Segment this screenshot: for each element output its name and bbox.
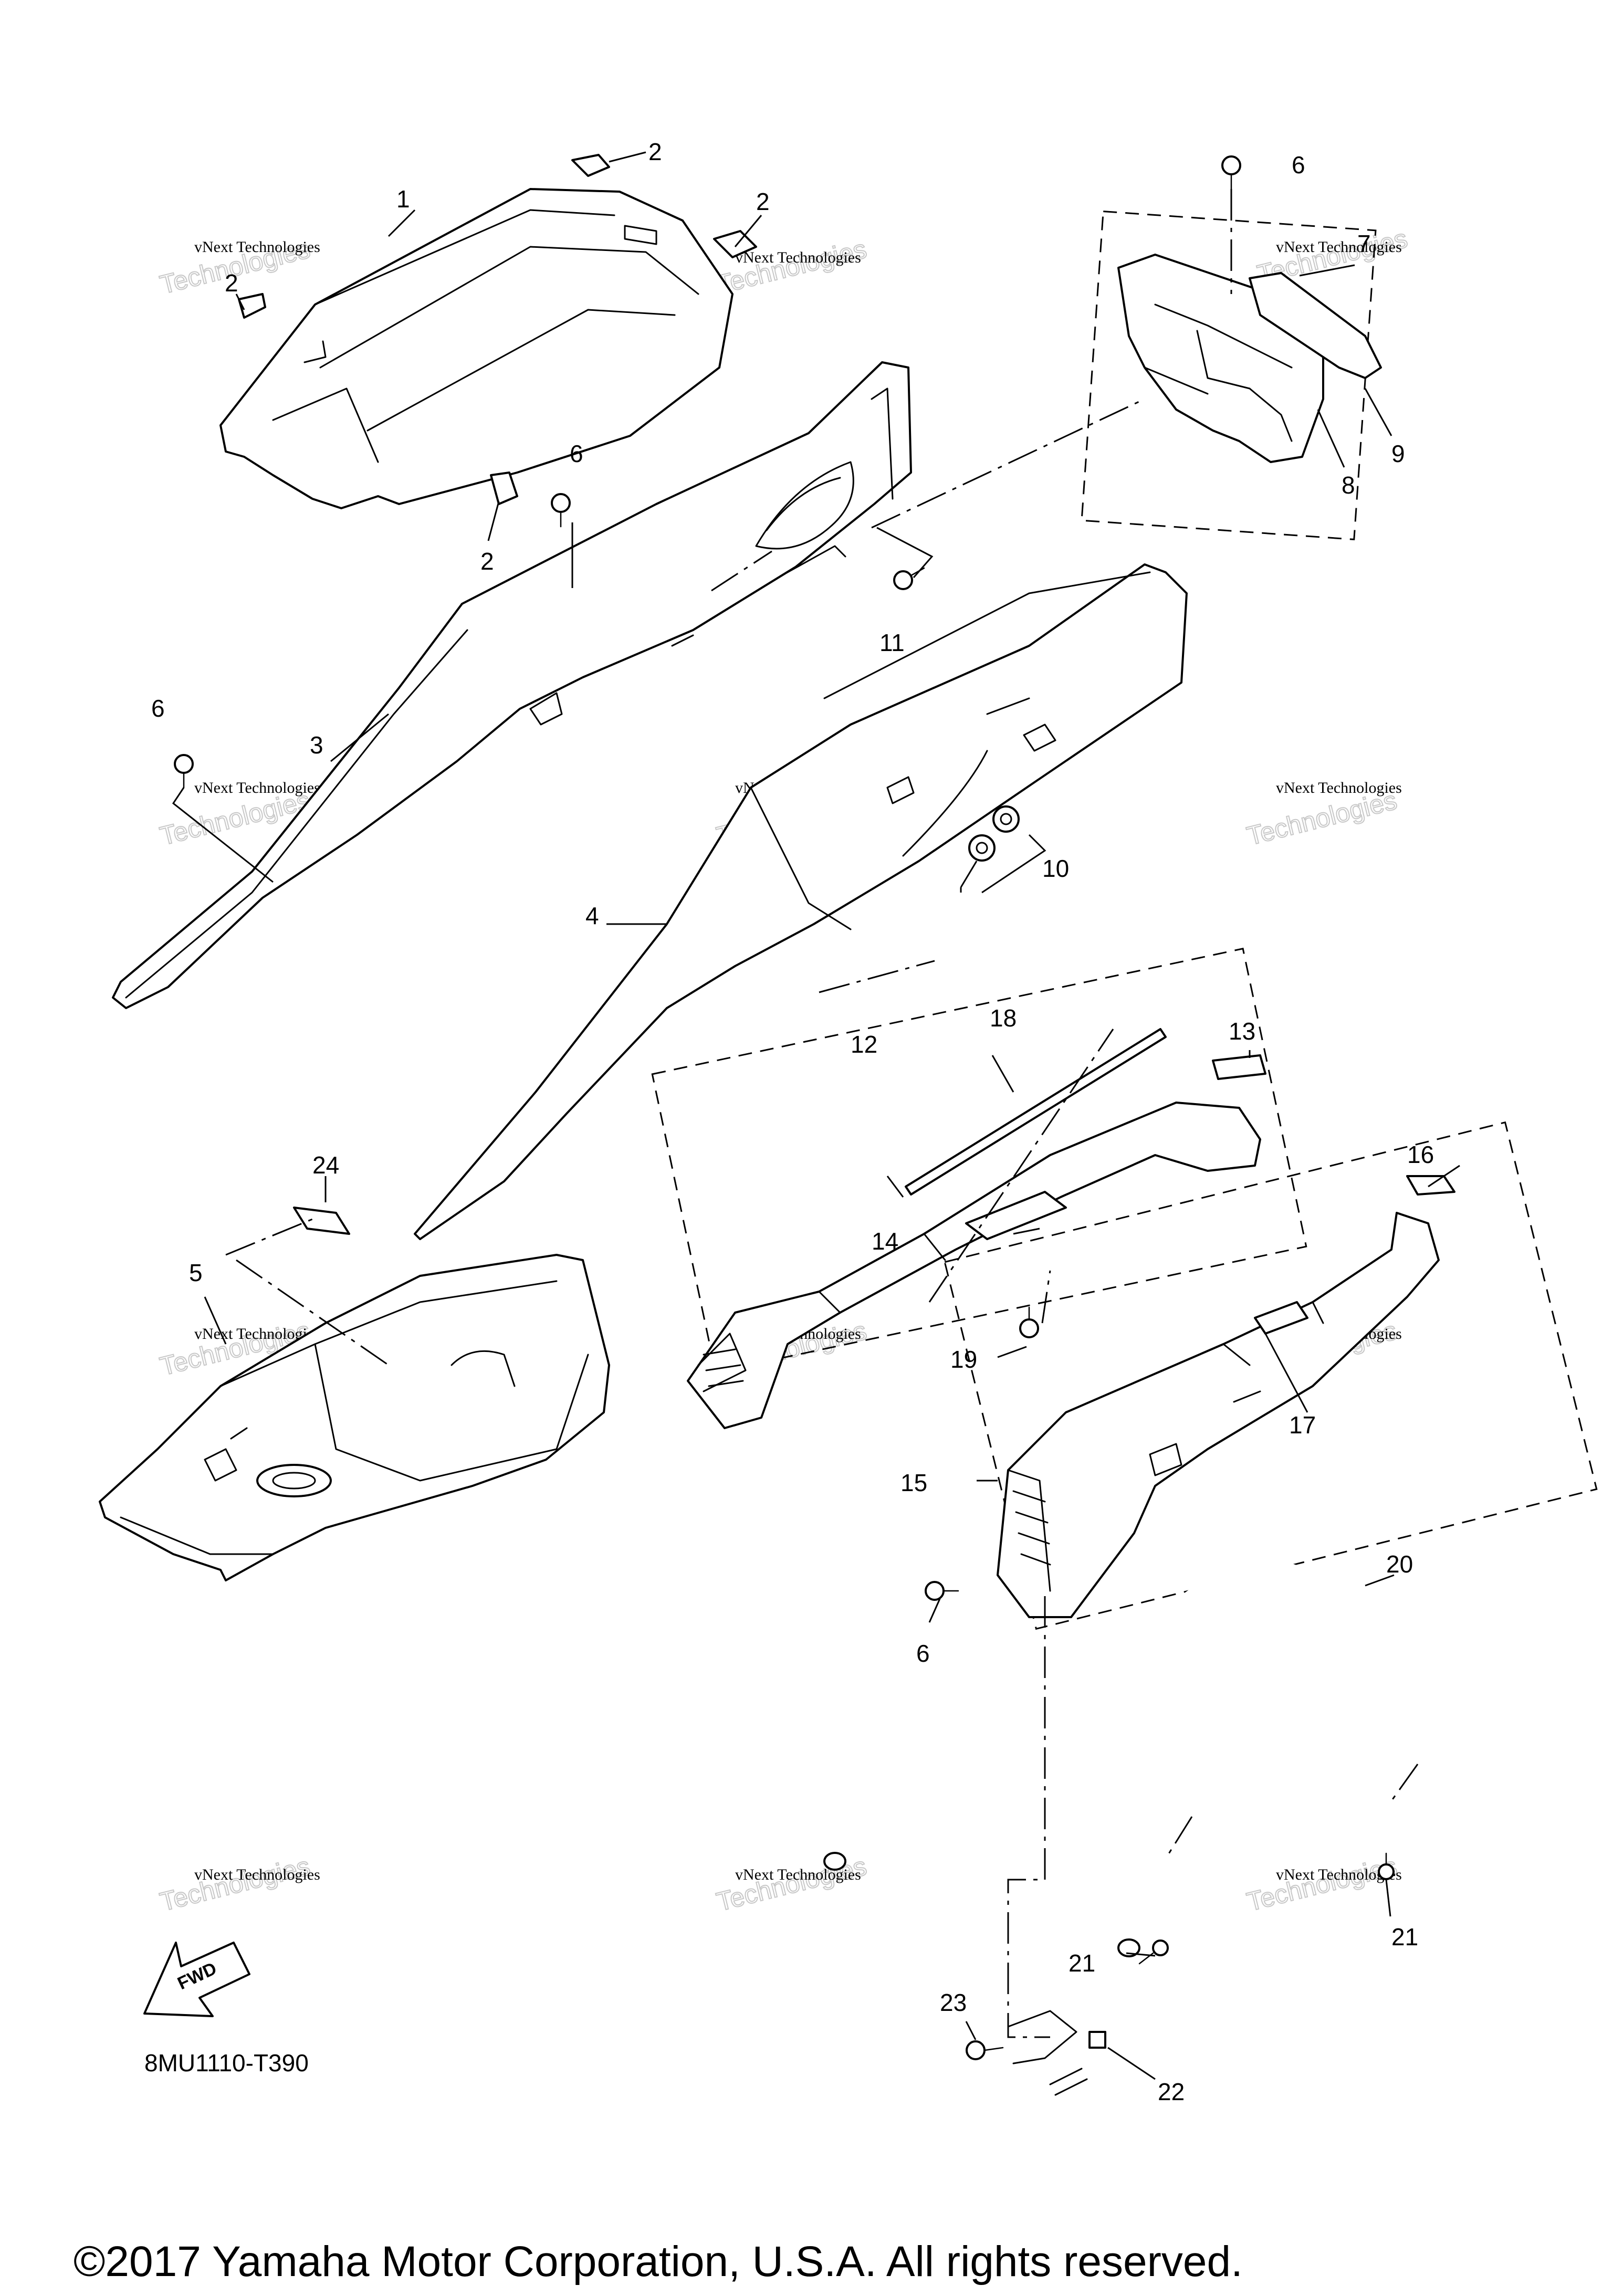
watermark-large: Technologies <box>1244 1851 1400 1917</box>
callout-2: 2 <box>480 548 494 575</box>
leader-lines <box>172 151 1460 2080</box>
callout-6: 6 <box>151 695 165 722</box>
callout-15: 15 <box>900 1469 927 1496</box>
watermark-small: vNext Technologies <box>1276 238 1402 256</box>
part-12-footrest <box>687 1102 1261 1429</box>
watermark-small: vNext Technologies <box>735 249 861 266</box>
part-10-grommet <box>968 805 1020 862</box>
watermark-small: vNext Technologies <box>194 779 320 796</box>
assembly-box-15 <box>944 1121 1598 1630</box>
watermark-large: Technologies <box>157 1851 313 1917</box>
callout-12: 12 <box>851 1031 877 1058</box>
part-18-strip <box>905 1028 1167 1196</box>
part-3-side-cover <box>112 361 912 1009</box>
callout-10: 10 <box>1042 855 1069 882</box>
callout-6: 6 <box>1292 151 1305 179</box>
callout-19: 19 <box>950 1346 977 1373</box>
callout-11: 11 <box>879 629 905 656</box>
part-2-clip <box>238 154 757 505</box>
part-13-label <box>1212 1054 1266 1080</box>
part-14-label <box>965 1191 1067 1240</box>
callout-16: 16 <box>1407 1141 1434 1168</box>
diagram-code: 8MU1110-T390 <box>144 2049 309 2077</box>
fasteners <box>174 155 1395 2096</box>
assembly-box-7-9 <box>1081 210 1377 541</box>
callout-4: 4 <box>585 902 599 929</box>
part-15-footrest <box>997 1212 1440 1618</box>
assembly-box-12 <box>651 948 1307 1373</box>
part-5-storage-bin <box>99 1254 610 1581</box>
callout-5: 5 <box>189 1259 203 1286</box>
callout-6: 6 <box>916 1640 930 1667</box>
watermark-small: vNext Technologies <box>194 238 320 256</box>
callout-18: 18 <box>990 1004 1017 1032</box>
callout-17: 17 <box>1289 1411 1316 1439</box>
part-9-panel <box>1249 272 1382 379</box>
part-20-rail <box>823 1553 1455 1957</box>
part-17-label <box>1254 1301 1308 1335</box>
callout-labels: 1 2 2 2 2 3 4 5 6 6 6 6 7 8 9 10 11 12 1… <box>151 138 1434 2105</box>
part-24-label <box>293 1207 350 1235</box>
callout-6: 6 <box>570 440 583 467</box>
callout-14: 14 <box>872 1228 898 1255</box>
callout-24: 24 <box>312 1151 339 1179</box>
callout-8: 8 <box>1342 471 1355 499</box>
callout-21: 21 <box>1391 1923 1418 1951</box>
copyright-notice: ©2017 Yamaha Motor Corporation, U.S.A. A… <box>74 2238 1243 2285</box>
callout-21: 21 <box>1069 1949 1095 1977</box>
callout-22: 22 <box>1158 2078 1185 2105</box>
callout-7: 7 <box>1357 230 1371 257</box>
callout-20: 20 <box>1386 1550 1413 1578</box>
callout-13: 13 <box>1229 1018 1255 1045</box>
callout-2: 2 <box>648 138 662 165</box>
watermark-small: vNext Technologies <box>1276 779 1402 796</box>
part-1-seat-cover <box>219 188 734 509</box>
callout-2: 2 <box>225 269 238 297</box>
callout-1: 1 <box>396 185 410 213</box>
watermark-small: vNext Technologies <box>194 1866 320 1883</box>
callout-3: 3 <box>310 731 323 759</box>
part-4-side-cover <box>414 563 1188 1240</box>
callout-9: 9 <box>1391 440 1405 467</box>
fwd-arrow: FWD <box>143 1942 250 2017</box>
callout-2: 2 <box>756 188 770 215</box>
callout-23: 23 <box>940 1989 967 2016</box>
